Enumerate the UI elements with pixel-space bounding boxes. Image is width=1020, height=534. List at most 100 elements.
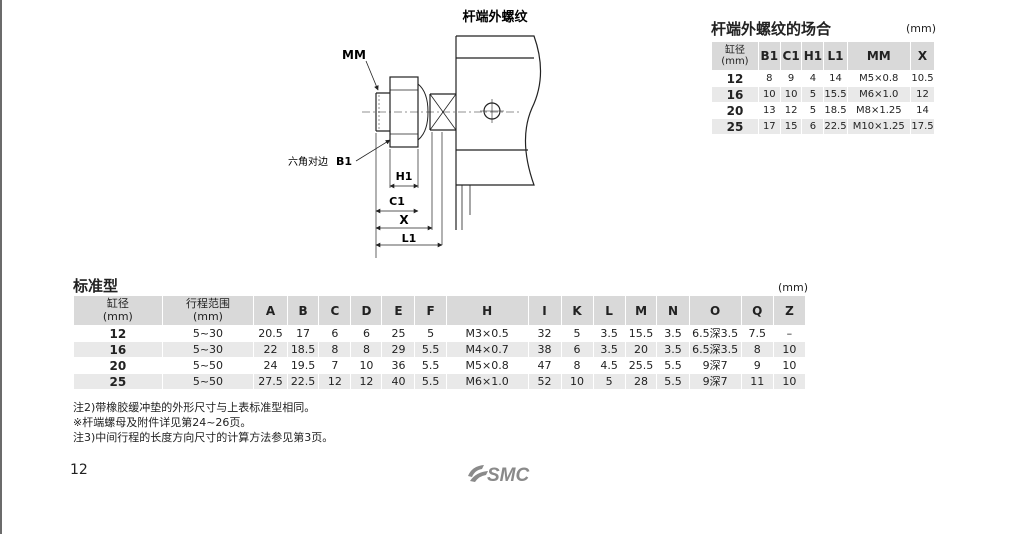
rod-table-title: 杆端外螺纹的场合 <box>711 20 832 38</box>
table-cell: 12 <box>318 373 352 390</box>
table-cell: 20 <box>711 102 759 119</box>
table-cell: 22.5 <box>286 373 320 390</box>
table-cell: 25 <box>73 373 163 390</box>
table-cell: 6 <box>350 325 383 342</box>
rod-header-cell: B1 <box>757 41 781 71</box>
table-cell: 47 <box>527 357 562 374</box>
std-header-cell: I <box>527 295 562 326</box>
smc-logo: SMC <box>466 460 538 490</box>
table-cell: 10 <box>779 86 803 103</box>
table-cell: 5.5 <box>656 373 690 390</box>
std-table-unit: (mm) <box>778 281 809 294</box>
rod-header-cell: C1 <box>779 41 803 71</box>
table-cell: 5.5 <box>414 357 447 374</box>
table-cell: 5.5 <box>414 341 447 358</box>
table-cell: 14 <box>909 102 936 119</box>
table-cell: 5~30 <box>161 341 255 358</box>
table-cell: 7.5 <box>740 325 774 342</box>
table-cell: 15.5 <box>823 86 848 103</box>
table-cell: 11 <box>740 373 774 390</box>
std-header-cell: E <box>381 295 416 326</box>
table-cell: 5 <box>414 325 447 342</box>
table-cell: 40 <box>381 373 416 390</box>
table-cell: 5 <box>592 373 626 390</box>
table-row: 20 5~50 24 19.5 7 10 36 5.5 M5×0.8 47 8 … <box>73 357 807 374</box>
std-header-cell: F <box>414 295 447 326</box>
note-line: 注3)中间行程的长度方向尺寸的计算方法参见第3页。 <box>73 431 334 444</box>
table-cell: 7 <box>318 357 352 374</box>
note-line: ※杆端螺母及附件详见第24~26页。 <box>73 416 252 429</box>
table-cell: 25 <box>381 325 416 342</box>
x-label: X <box>399 213 409 227</box>
table-cell: 12 <box>779 102 803 119</box>
l1-label: L1 <box>402 232 417 245</box>
table-cell: 9 <box>779 70 803 87</box>
table-cell: M8×1.25 <box>846 102 911 119</box>
rod-table-unit: (mm) <box>906 22 937 35</box>
table-cell: M4×0.7 <box>445 341 529 358</box>
table-cell: 8 <box>560 357 594 374</box>
cylinder-body <box>455 35 542 230</box>
table-cell: 6.5深3.5 <box>688 325 742 342</box>
table-row: 25 17 15 6 22.5 M10×1.25 17.5 <box>711 118 936 135</box>
table-cell: 10 <box>560 373 594 390</box>
table-row: 20 13 12 5 18.5 M8×1.25 14 <box>711 102 936 119</box>
table-cell: 17 <box>757 118 781 135</box>
hex-leader <box>355 139 391 162</box>
table-cell: 9深7 <box>688 373 742 390</box>
table-cell: 3.5 <box>656 325 690 342</box>
table-cell: 12 <box>909 86 936 103</box>
note-line: 注2)带橡胶缓冲垫的外形尺寸与上表标准型相同。 <box>73 401 316 414</box>
std-header-cell: C <box>318 295 352 326</box>
table-cell: 4.5 <box>592 357 626 374</box>
std-header-cell: M <box>624 295 658 326</box>
table-cell: 36 <box>381 357 416 374</box>
std-header-cell: N <box>656 295 690 326</box>
rod-header-bore: 缸径(mm) <box>711 41 759 71</box>
table-cell: 12 <box>73 325 163 342</box>
logo-text: SMC <box>487 465 530 486</box>
std-header-cell: L <box>592 295 626 326</box>
rod-table-header: 缸径(mm) B1 C1 H1 L1 MM X <box>711 41 936 71</box>
table-cell: 20 <box>624 341 658 358</box>
table-cell: 5~30 <box>161 325 255 342</box>
table-cell: 22.5 <box>823 118 848 135</box>
std-header-bore: 缸径(mm) <box>73 295 163 326</box>
rod-end-table: 缸径(mm) B1 C1 H1 L1 MM X 12 8 9 4 14 M5×0… <box>711 41 936 135</box>
table-cell: 10 <box>772 373 807 390</box>
table-cell: 8 <box>350 341 383 358</box>
table-cell: M6×1.0 <box>445 373 529 390</box>
table-cell: 6 <box>318 325 352 342</box>
std-header-cell: Q <box>740 295 774 326</box>
table-cell: 29 <box>381 341 416 358</box>
hex-b1-label: B1 <box>336 155 352 168</box>
table-cell: 10 <box>772 341 807 358</box>
table-cell: 32 <box>527 325 562 342</box>
table-cell: 25 <box>711 118 759 135</box>
table-cell: 52 <box>527 373 562 390</box>
mm-leader <box>365 60 379 91</box>
table-cell: M5×0.8 <box>846 70 911 87</box>
h1-label: H1 <box>396 170 413 183</box>
table-cell: 17 <box>286 325 320 342</box>
table-cell: M6×1.0 <box>846 86 911 103</box>
table-cell: 10 <box>350 357 383 374</box>
table-cell: 6.5深3.5 <box>688 341 742 358</box>
table-row: 12 5~30 20.5 17 6 6 25 5 M3×0.5 32 5 3.5… <box>73 325 807 342</box>
table-cell: 16 <box>73 341 163 358</box>
std-header-cell: A <box>253 295 288 326</box>
table-cell: 9 <box>740 357 774 374</box>
std-header-stroke: 行程范围(mm) <box>161 295 255 326</box>
table-cell: 14 <box>823 70 848 87</box>
std-table-header: 缸径(mm) 行程范围(mm) A B C D E F H I K L M N … <box>73 295 807 326</box>
table-cell: 28 <box>624 373 658 390</box>
std-table-title: 标准型 <box>73 277 119 295</box>
std-header-cell: D <box>350 295 383 326</box>
table-cell: – <box>772 325 807 342</box>
table-cell: 10 <box>757 86 781 103</box>
mm-label: MM <box>342 48 366 62</box>
table-cell: 10 <box>772 357 807 374</box>
table-cell: 8 <box>740 341 774 358</box>
table-cell: 3.5 <box>592 325 626 342</box>
rod-header-cell: L1 <box>823 41 848 71</box>
